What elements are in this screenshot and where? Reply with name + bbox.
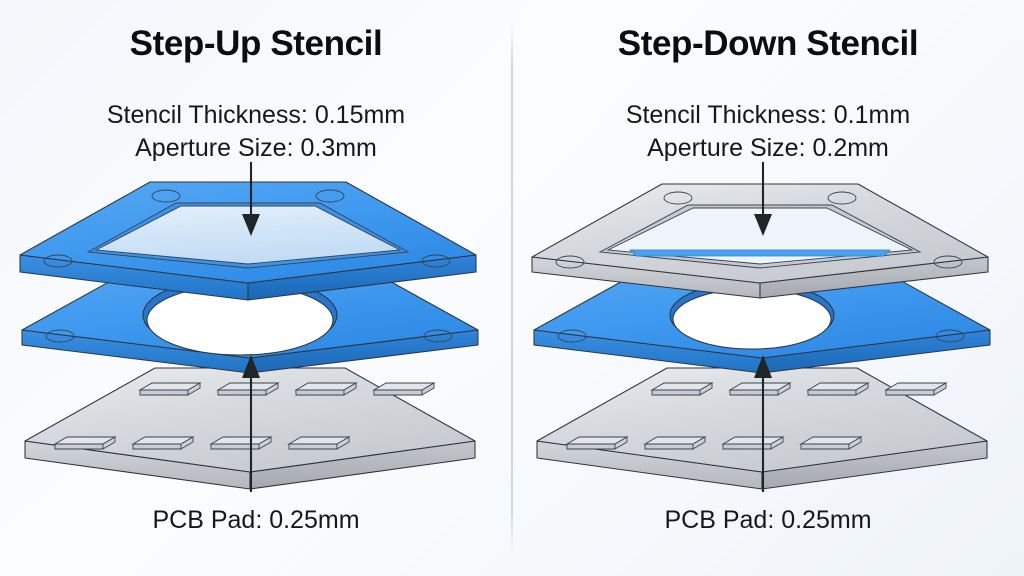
spec-stencil-thickness-step-down: Stencil Thickness: 0.1mm	[625, 101, 911, 129]
pcb-pad	[209, 436, 273, 450]
panel-title-step-up: Step-Up Stencil	[129, 24, 383, 63]
spec-aperture-size-step-up: Aperture Size: 0.3mm	[135, 134, 377, 162]
pcb-pad	[650, 382, 714, 396]
aperture-down-arrow-step-down	[754, 162, 772, 236]
top-stencil-plate-step-up	[19, 181, 477, 301]
pcb-pad	[799, 436, 863, 450]
pcb-pad-group-back	[650, 382, 948, 396]
pcb-pad	[53, 436, 117, 450]
pcb-pad	[721, 436, 785, 450]
spec-stencil-thickness-step-up: Stencil Thickness: 0.15mm	[106, 101, 406, 129]
pcb-pad	[216, 382, 280, 396]
top-stencil-plate-step-down	[531, 183, 989, 299]
panel-step-up: Step-Up Stencil Stencil Thickness: 0.15m…	[19, 24, 479, 534]
pcb-pad-group-front	[53, 436, 351, 450]
pcb-pad	[728, 382, 792, 396]
pcb-pad-group-front	[565, 436, 863, 450]
pcb-pad-up-arrow-step-up	[242, 355, 260, 492]
pcb-pad	[372, 382, 436, 396]
foot-label-step-up: PCB Pad: 0.25mm	[152, 506, 360, 534]
pcb-pad	[884, 382, 948, 396]
exploded-assembly-step-down	[531, 162, 991, 492]
pcb-pad	[131, 436, 195, 450]
pcb-pad	[287, 436, 351, 450]
spec-aperture-size-step-down: Aperture Size: 0.2mm	[647, 134, 889, 162]
pcb-pad	[294, 382, 358, 396]
exploded-assembly-step-up	[19, 162, 479, 492]
panel-title-step-down: Step-Down Stencil	[617, 24, 919, 63]
pcb-pad-up-arrow-step-down	[754, 355, 772, 492]
foot-label-step-down: PCB Pad: 0.25mm	[664, 506, 872, 534]
pcb-pad	[138, 382, 202, 396]
panel-step-down: Step-Down Stencil Stencil Thickness: 0.1…	[512, 0, 1024, 576]
pcb-pad	[565, 436, 629, 450]
pcb-pad-group-back	[138, 382, 436, 396]
pcb-pad	[643, 436, 707, 450]
aperture-down-arrow-step-up	[242, 162, 260, 236]
pcb-pad	[806, 382, 870, 396]
panel-divider	[511, 22, 513, 556]
